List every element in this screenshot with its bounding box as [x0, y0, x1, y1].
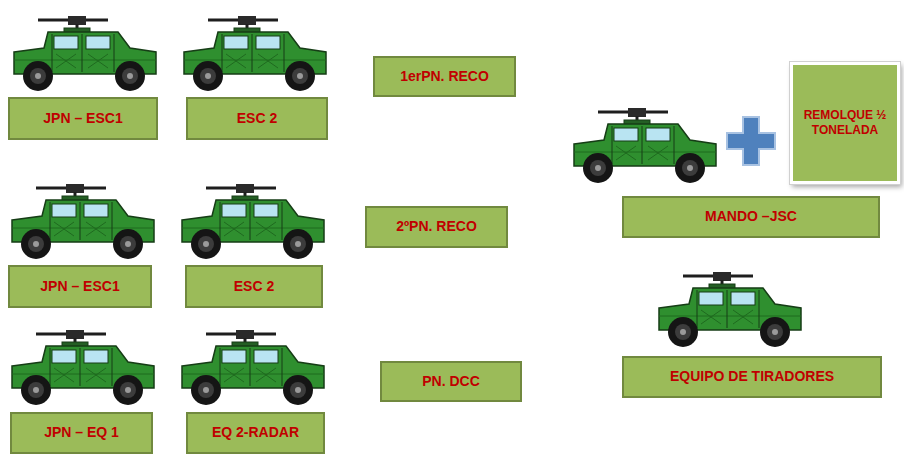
- unit-label: 2ºPN. RECO: [396, 218, 477, 236]
- plus-symbol: [727, 117, 775, 165]
- unit-label: JPN – ESC1: [40, 278, 119, 296]
- unit-label: JPN – ESC1: [43, 110, 122, 128]
- unit-label: ESC 2: [234, 278, 274, 296]
- unit-box: 1erPN. RECO: [373, 56, 516, 97]
- unit-label: JPN – EQ 1: [44, 424, 119, 442]
- unit-label: MANDO –JSC: [705, 208, 797, 226]
- humvee-icon: [182, 184, 324, 259]
- unit-label: EQ 2-RADAR: [212, 424, 299, 442]
- unit-box: MANDO –JSC: [622, 196, 880, 238]
- humvee-icon: [14, 16, 156, 91]
- unit-label: ESC 2: [237, 110, 277, 128]
- humvee-icon: [184, 16, 326, 91]
- unit-label: PN. DCC: [422, 373, 480, 391]
- unit-box: REMOLQUE ½ TONELADA: [790, 62, 900, 184]
- unit-box: EQ 2-RADAR: [186, 412, 325, 454]
- humvee-icon: [659, 272, 801, 347]
- unit-box: JPN – ESC1: [8, 97, 158, 140]
- unit-label: 1erPN. RECO: [400, 68, 489, 86]
- unit-box: 2ºPN. RECO: [365, 206, 508, 248]
- unit-box: JPN – ESC1: [8, 265, 152, 308]
- unit-label: REMOLQUE ½ TONELADA: [801, 108, 889, 138]
- unit-box: JPN – EQ 1: [10, 412, 153, 454]
- unit-box: ESC 2: [185, 265, 323, 308]
- unit-box: PN. DCC: [380, 361, 522, 402]
- humvee-icon: [574, 108, 716, 183]
- unit-label: EQUIPO DE TIRADORES: [670, 368, 834, 386]
- humvee-icon: [12, 330, 154, 405]
- unit-box: ESC 2: [186, 97, 328, 140]
- unit-box: EQUIPO DE TIRADORES: [622, 356, 882, 398]
- humvee-icon: [12, 184, 154, 259]
- humvee-icon: [182, 330, 324, 405]
